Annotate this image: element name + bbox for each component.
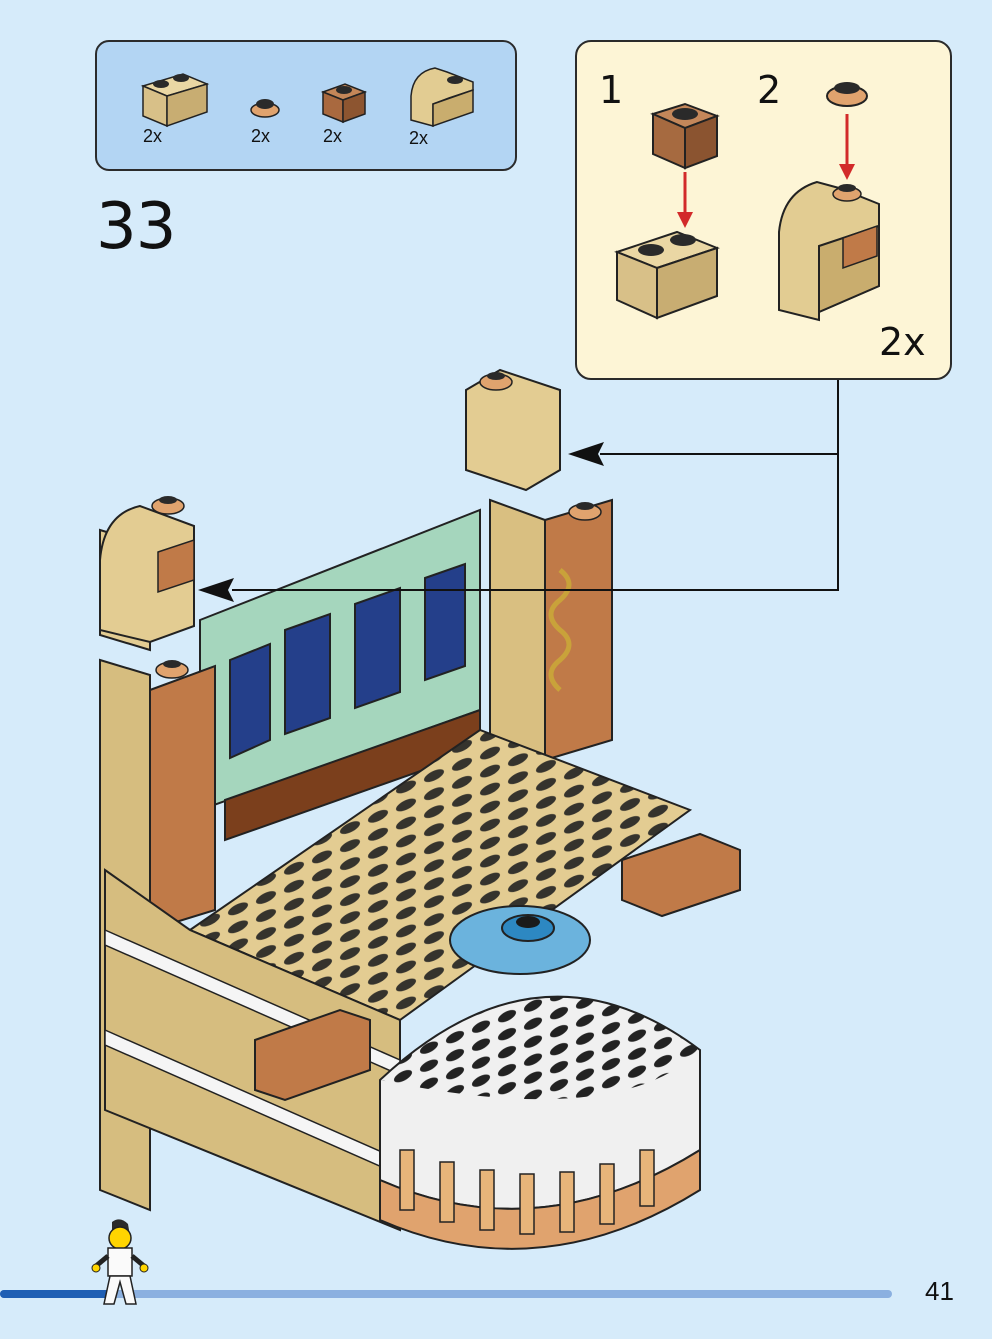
sub-assembly-callout: 1 2 <box>575 40 952 380</box>
substep-1-label: 1 <box>599 68 624 112</box>
substep-1-brick-1x2 <box>614 230 720 320</box>
arrow-head-icon <box>568 442 604 466</box>
part-qty: 2x <box>143 126 163 146</box>
part-tan-brick-1x2: 2x <box>137 60 217 150</box>
part-nougat-round-plate: 2x <box>247 92 287 152</box>
progress-bar <box>0 1290 892 1298</box>
page-number: 41 <box>925 1276 954 1306</box>
brick-1x1-icon <box>320 83 368 124</box>
part-tan-curved-brick: 2x <box>403 62 483 157</box>
part-qty: 2x <box>409 128 429 148</box>
tan-brick-1x2-icon <box>140 73 210 128</box>
callout-illustration <box>614 82 880 322</box>
arrow-head-icon <box>198 578 234 602</box>
blue-flower-piece <box>449 905 591 975</box>
white-round-platform <box>379 995 701 1250</box>
substep-1-brick-1x1 <box>650 102 720 170</box>
minifigure-icon <box>91 1219 149 1305</box>
part-qty: 2x <box>323 126 343 146</box>
progress-bar-fill <box>0 1290 116 1298</box>
assembly-arrow-icon <box>839 114 855 180</box>
part-qty: 2x <box>251 126 271 146</box>
substep-2-curved-brick <box>778 180 880 322</box>
parts-list-box: 2x 2x 2x 2x <box>95 40 517 171</box>
substep-2-label: 2 <box>757 68 782 112</box>
substep-2-round-plate <box>826 82 868 107</box>
left-pillar <box>99 496 216 932</box>
callout-multiplier: 2x <box>879 320 926 364</box>
drawer-bricks <box>254 832 741 1102</box>
part-dark-nougat-brick-1x1: 2x <box>319 76 369 156</box>
round-plate-icon <box>250 99 280 118</box>
back-window-wall <box>199 508 481 842</box>
assembly-arrow-icon <box>677 172 693 228</box>
right-pillar <box>465 368 613 762</box>
main-model-illustration <box>99 368 741 1250</box>
curved-brick-icon <box>410 67 474 128</box>
step-number: 33 <box>96 190 176 264</box>
